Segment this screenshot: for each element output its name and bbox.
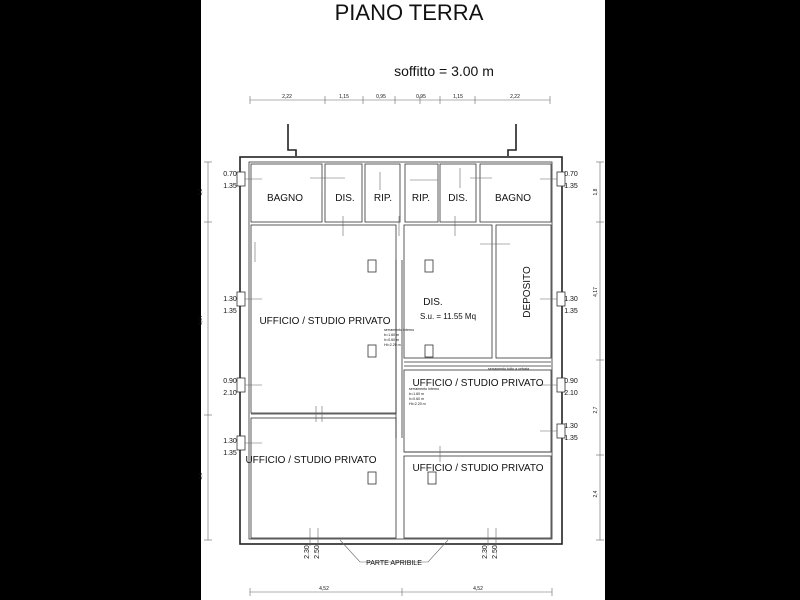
window-label: 2.30	[482, 545, 489, 559]
window-label: 1.35	[564, 435, 578, 442]
dim-label: 1,15	[453, 94, 463, 100]
dim-label: 1,8	[593, 188, 599, 195]
plan-title: PIANO TERRA	[335, 0, 484, 25]
right-windows	[540, 171, 566, 439]
window-label: 2.50	[492, 545, 499, 559]
window-label: 1.35	[223, 183, 237, 190]
window-label: 1.30	[564, 423, 578, 430]
partition-note: b=1.60 m	[384, 333, 399, 337]
window-labels: 0.70 1.35 1.30 1.35 0.90 2.10 1.30 1.35 …	[223, 171, 578, 559]
partition-note: serramento interno	[409, 387, 439, 391]
pillars	[367, 259, 437, 485]
top-row-rooms	[250, 163, 552, 236]
dim-label: 0,95	[416, 94, 426, 100]
window-label: 1.30	[223, 438, 237, 445]
room-label-dis-left: DIS.	[335, 193, 354, 204]
left-windows	[236, 171, 262, 451]
partition-note: Ht=2.20 m	[409, 402, 426, 406]
room-label-office-bottom-right: UFFICIO / STUDIO PRIVATO	[412, 463, 543, 474]
room-label-bagno-left: BAGNO	[267, 193, 303, 204]
dim-label: 4,17	[593, 287, 599, 297]
dim-label: 0,95	[376, 94, 386, 100]
drawing-notes: serramento interno b=1.60 m h=0.60 m Ht=…	[366, 328, 529, 567]
glazed-note: serramento tutto a vetrata	[488, 367, 529, 371]
room-labels: BAGNO DIS. RIP. RIP. DIS. BAGNO UFFICIO …	[245, 193, 543, 474]
dim-label: 4,52	[319, 586, 329, 592]
window-label: 1.35	[223, 450, 237, 457]
room-label-office-bottom-left: UFFICIO / STUDIO PRIVATO	[245, 455, 376, 466]
window-label: 1.30	[223, 296, 237, 303]
window-label: 2.10	[223, 390, 237, 397]
room-label-rip-right: RIP.	[412, 193, 430, 204]
dim-label: 5,97	[198, 315, 204, 325]
room-label-rip-left: RIP.	[374, 193, 392, 204]
room-area-dis-center: S.u. = 11.55 Mq	[420, 312, 476, 321]
partition-note: b=1.60 m	[409, 392, 424, 396]
window-label: 2.50	[314, 545, 321, 559]
dim-label: 2,22	[282, 94, 292, 100]
room-label-dis-right: DIS.	[448, 193, 467, 204]
outer-walls	[239, 156, 563, 545]
room-label-bagno-right: BAGNO	[495, 193, 531, 204]
entrance-walls	[287, 124, 517, 156]
partition-note: serramento interno	[384, 328, 414, 332]
partition-note: h=0.60 m	[409, 397, 424, 401]
window-label: 2.30	[304, 545, 311, 559]
window-label: 0.70	[223, 171, 237, 178]
window-label: 1.35	[564, 308, 578, 315]
ceiling-height: soffitto = 3.00 m	[394, 63, 494, 79]
dim-label: 4,52	[473, 586, 483, 592]
room-label-office-mid-right: UFFICIO / STUDIO PRIVATO	[412, 378, 543, 389]
lower-rooms	[250, 369, 552, 539]
dim-label: 2,7	[593, 406, 599, 413]
window-label: 1.30	[564, 296, 578, 303]
top-dimension-line: 2,22 1,15 0,95 0,95 1,15 2,22	[249, 94, 551, 104]
window-label: 2.10	[564, 390, 578, 397]
middle-area	[250, 224, 552, 438]
room-label-deposito: DEPOSITO	[522, 266, 533, 318]
dim-label: 3,6	[198, 472, 204, 479]
dim-label: 2,4	[593, 490, 599, 497]
dim-label: 1,8	[198, 188, 204, 195]
window-label: 0.90	[564, 378, 578, 385]
window-label: 1.35	[223, 308, 237, 315]
left-dimension-line: 1,8 5,97 3,6	[198, 161, 212, 541]
window-label: 0.70	[564, 171, 578, 178]
bottom-openings	[309, 528, 497, 563]
window-label: 1.35	[564, 183, 578, 190]
opening-note: PARTE APRIBILE	[366, 560, 422, 567]
right-dimension-line: 1,8 4,17 2,7 2,4	[593, 161, 604, 541]
bottom-dimension-line: 4,52 4,52	[249, 586, 553, 596]
dim-label: 2,22	[510, 94, 520, 100]
partition-note: h=0.60 m	[384, 338, 399, 342]
room-label-dis-center: DIS.	[423, 297, 442, 308]
window-label: 0.90	[223, 378, 237, 385]
partition-note: Ht=2.20 m	[384, 343, 401, 347]
dim-label: 1,15	[339, 94, 349, 100]
room-label-office-big: UFFICIO / STUDIO PRIVATO	[259, 316, 390, 327]
